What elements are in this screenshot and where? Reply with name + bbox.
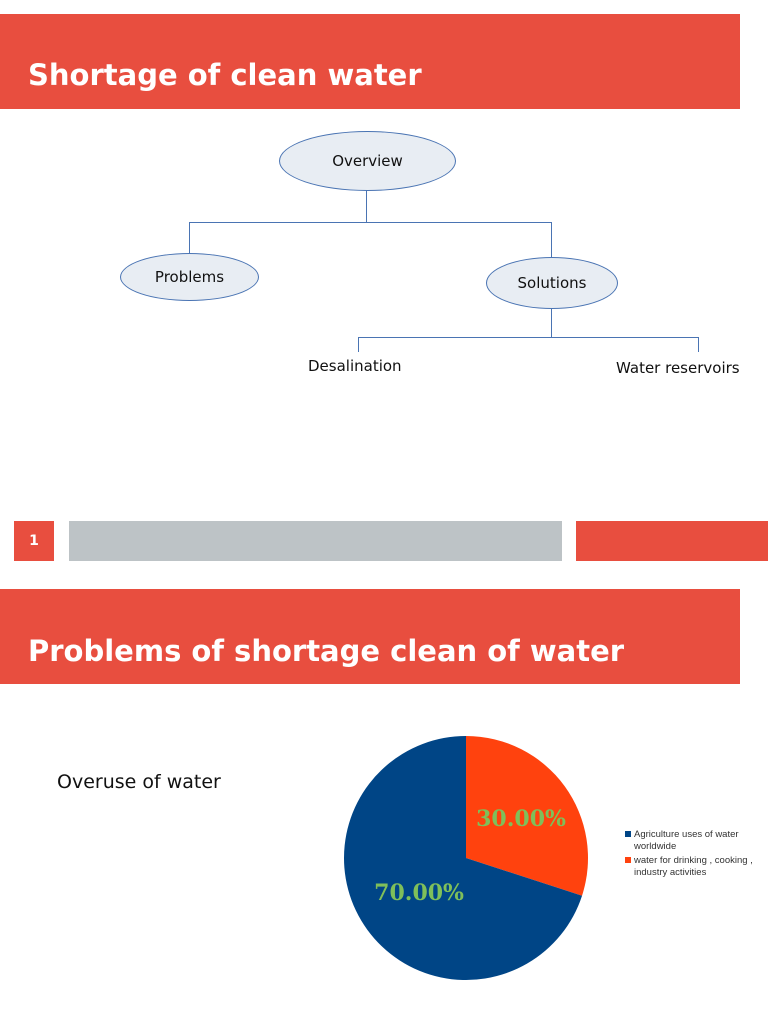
legend-swatch [625,831,631,837]
tree-connector [698,337,699,352]
tree-connector [366,190,367,222]
slide1-title: Shortage of clean water [28,58,422,92]
legend-swatch [625,857,631,863]
slide-number: 1 [29,533,39,549]
water-use-pie-chart: 70.00% 30.00% Agriculture uses of waterwor… [344,736,753,980]
tree-node-solutions-label: Solutions [517,274,587,292]
footer-red-bar [576,521,768,561]
tree-node-problems-label: Problems [154,268,225,286]
legend-label: industry activities [634,867,707,878]
tree-node-solutions: Solutions [486,257,618,309]
legend-label: Agriculture uses of water [634,829,739,840]
footer-grey-bar [69,521,562,561]
pie-data-label: 30.00% [476,806,566,832]
bullet-overuse-of-water: Overuse of water [57,771,221,793]
tree-leaf-water-reservoirs: Water reservoirs [616,359,740,377]
tree-connector [551,308,552,337]
legend-label: water for drinking , cooking , [633,855,753,866]
legend-label: worldwide [633,841,676,852]
slide-number-badge: 1 [14,521,54,561]
pie-slice [466,736,588,896]
tree-node-problems: Problems [120,253,259,301]
legend-entry: water for drinking , cooking ,industry a… [625,855,753,878]
pie-slice [344,736,583,980]
tree-node-overview: Overview [279,131,456,191]
slide1-title-banner: Shortage of clean water [0,14,740,109]
slide2-title: Problems of shortage clean of water [28,634,625,668]
tree-connector [551,222,552,258]
tree-connector [358,337,359,352]
tree-connector [358,337,699,338]
tree-leaf-desalination: Desalination [308,357,402,375]
slide2-title-banner: Problems of shortage clean of water [0,589,740,684]
pie-data-label: 70.00% [374,880,464,906]
tree-connector [189,222,552,223]
tree-connector [189,222,190,254]
tree-node-overview-label: Overview [332,152,403,170]
